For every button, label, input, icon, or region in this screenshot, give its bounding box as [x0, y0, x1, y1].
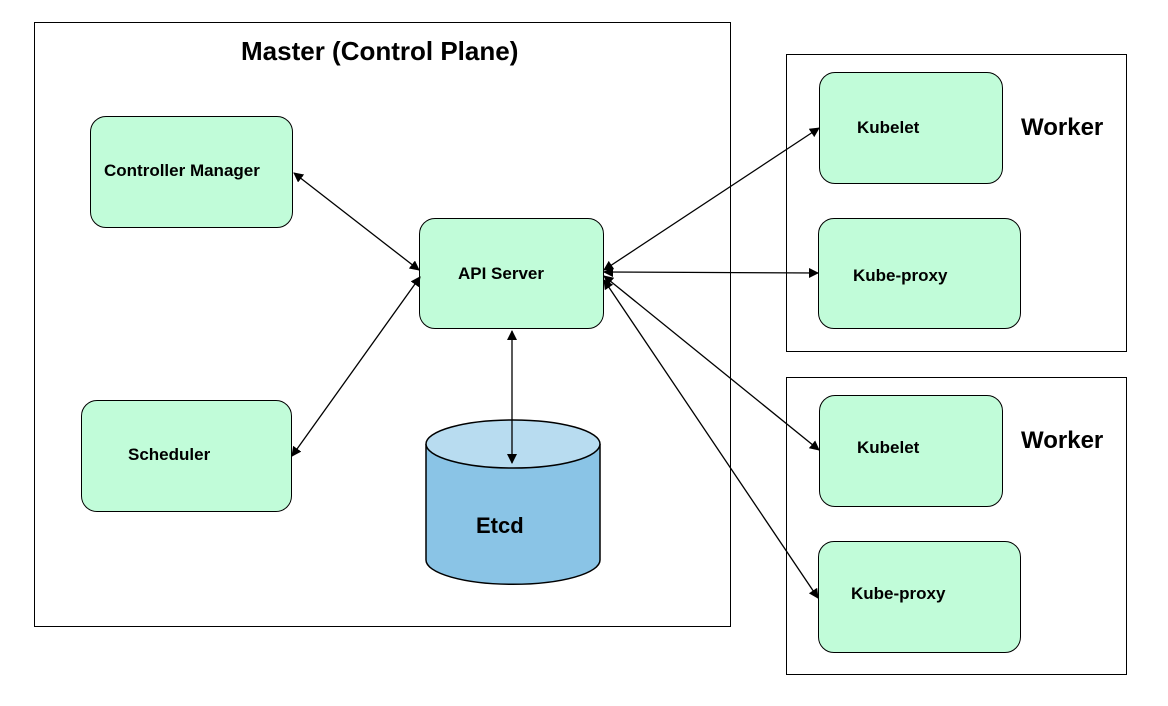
arrow-controller-api: [293, 172, 420, 271]
worker1-kubelet-label: Kubelet: [857, 118, 920, 137]
controller-manager-label: Controller Manager: [104, 161, 260, 180]
arrow-api-worker1-kubelet: [603, 127, 820, 271]
worker-title-2: Worker: [1021, 427, 1104, 454]
api-server-label: API Server: [458, 264, 544, 283]
worker2-kube-proxy-node: [818, 541, 1021, 653]
arrow-scheduler-api: [291, 276, 421, 457]
arrow-api-worker1-kube-proxy: [603, 267, 819, 278]
controller-manager-node: [90, 116, 293, 228]
arrow-api-worker2-kube-proxy: [603, 279, 819, 599]
worker1-kube-proxy-node: [818, 218, 1021, 329]
worker2-kubelet-label: Kubelet: [857, 438, 920, 457]
etcd-label: Etcd: [476, 513, 524, 538]
worker1-kubelet-node: [819, 72, 1003, 184]
scheduler-label: Scheduler: [128, 445, 211, 464]
worker1-kube-proxy-label: Kube-proxy: [853, 266, 948, 285]
scheduler-node: [81, 400, 292, 512]
worker2-kubelet-node: [819, 395, 1003, 507]
master-title: Master (Control Plane): [241, 36, 519, 66]
worker-title-1: Worker: [1021, 114, 1104, 141]
api-server-node: [419, 218, 604, 329]
arrow-api-worker2-kubelet: [603, 275, 820, 451]
worker2-kube-proxy-label: Kube-proxy: [851, 584, 946, 603]
